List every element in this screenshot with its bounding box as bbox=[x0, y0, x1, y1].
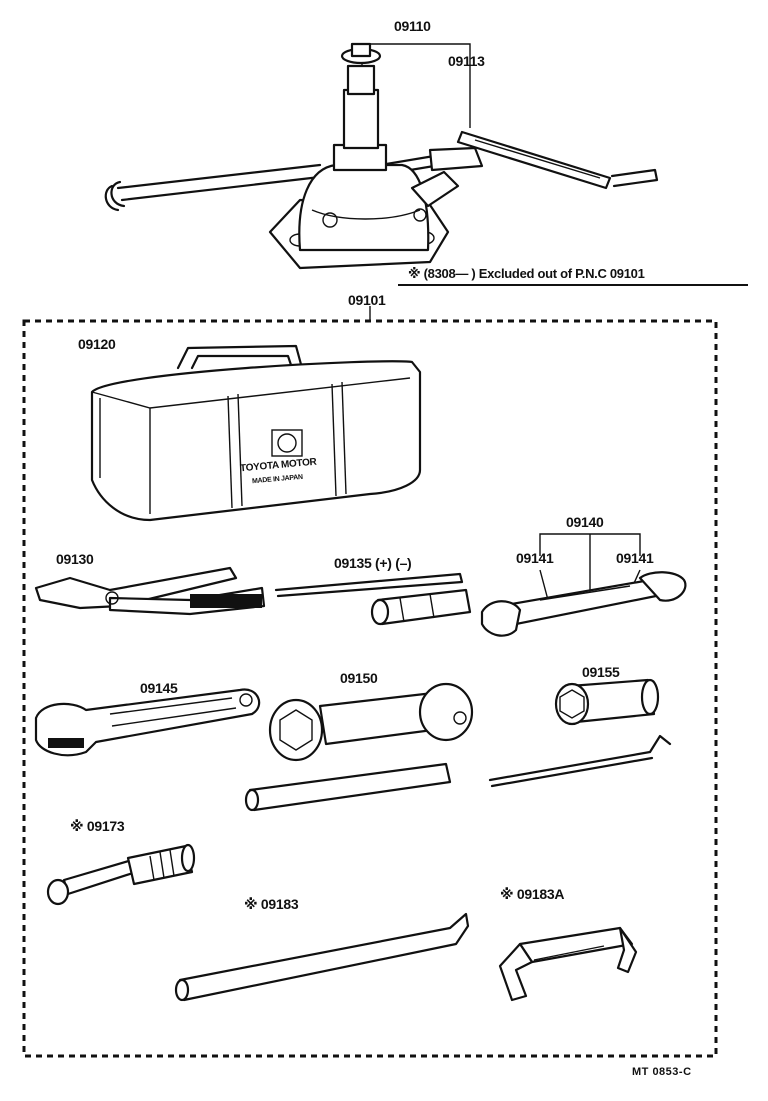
tool-bag-illustration bbox=[90, 344, 422, 522]
socket-tool-illustration bbox=[46, 843, 196, 906]
label-adjustable-wrench: 09145 bbox=[140, 680, 178, 696]
pliers-illustration bbox=[34, 566, 266, 616]
label-tool-bag: 09120 bbox=[78, 336, 116, 352]
label-socket-tool: ※ 09173 bbox=[70, 818, 125, 834]
label-screwdriver: 09135 (+) (–) bbox=[334, 555, 412, 571]
spark-plug-wrench-illustration bbox=[488, 678, 672, 788]
label-pliers: 09130 bbox=[56, 551, 94, 567]
adjustable-wrench-illustration bbox=[34, 688, 261, 757]
label-wrench-right: 09141 bbox=[616, 550, 654, 566]
label-tire-lever: ※ 09183 bbox=[244, 896, 299, 912]
wheel-nut-wrench-illustration bbox=[244, 682, 474, 812]
label-spark-plug-wrench: 09155 bbox=[582, 664, 620, 680]
label-jack-handle: 09113 bbox=[448, 53, 485, 69]
label-kit: 09101 bbox=[348, 292, 386, 308]
label-wrench-set: 09140 bbox=[566, 514, 604, 530]
clamp-illustration bbox=[498, 926, 638, 1002]
tire-lever-illustration bbox=[174, 912, 470, 1002]
kit-boundary bbox=[22, 306, 718, 1058]
exclusion-note: ※ (8308— ) Excluded out of P.N.C 09101 bbox=[408, 266, 645, 281]
label-clamp: ※ 09183A bbox=[500, 886, 565, 902]
jack-illustration bbox=[104, 42, 659, 270]
label-jack-assembly: 09110 bbox=[394, 18, 431, 34]
footer-code: MT 0853-C bbox=[632, 1066, 692, 1078]
wrench-set-illustration bbox=[480, 533, 687, 637]
label-wrench-left: 09141 bbox=[516, 550, 554, 566]
label-wheel-nut-wrench: 09150 bbox=[340, 670, 378, 686]
screwdriver-illustration bbox=[274, 572, 472, 626]
